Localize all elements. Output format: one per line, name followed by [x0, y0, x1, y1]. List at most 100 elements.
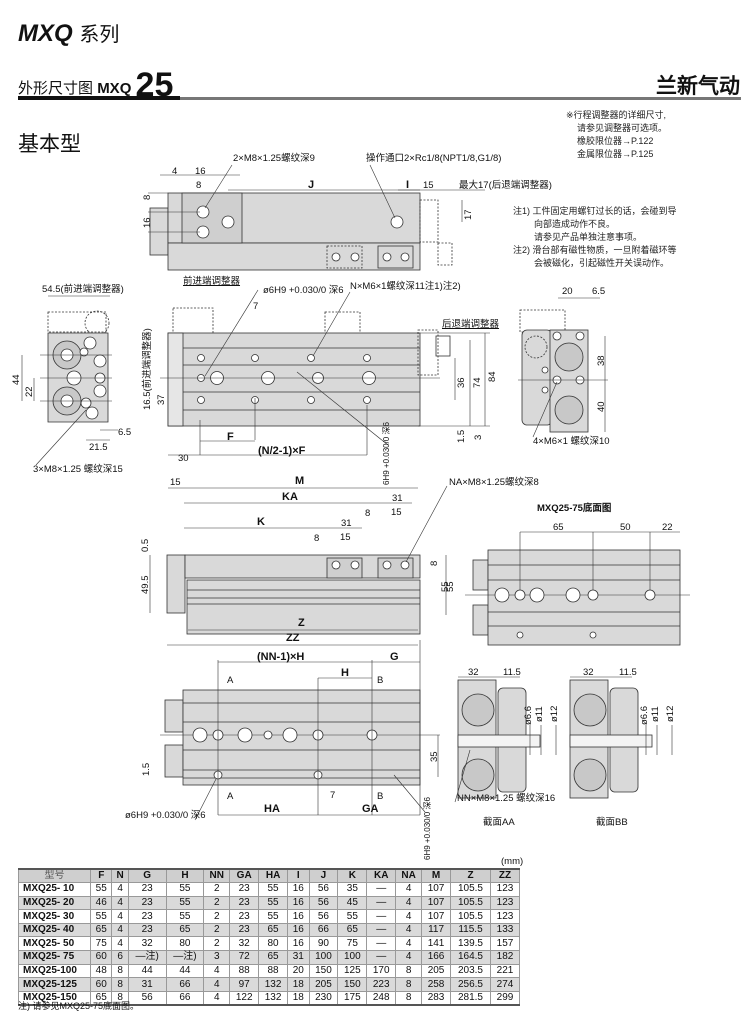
value-cell: 4	[395, 909, 423, 924]
label-nn-thread: NN×M8×1.25 螺纹深16	[457, 793, 556, 804]
column-header: G	[127, 868, 167, 884]
dim: 8	[365, 508, 371, 519]
dim: 22	[662, 522, 673, 533]
dim: 49.5	[140, 575, 151, 595]
column-header: N	[111, 868, 129, 884]
dim: HA	[264, 803, 280, 815]
dim: F	[227, 431, 234, 443]
dim: I	[406, 179, 410, 191]
value-cell: 23	[127, 909, 167, 924]
value-cell: 132	[258, 977, 289, 992]
column-header: HA	[258, 868, 289, 884]
value-cell: 205	[421, 963, 451, 979]
value-cell: 55	[258, 895, 289, 911]
value-cell: 45	[337, 895, 368, 911]
value-cell: 141	[421, 936, 451, 952]
value-cell: 123	[490, 909, 520, 924]
value-cell: 44	[127, 963, 167, 979]
value-cell: 100	[337, 950, 368, 965]
model-cell: MXQ25- 20	[18, 895, 91, 911]
unit-label: (mm)	[501, 856, 524, 867]
dim: 1.5	[141, 762, 152, 776]
value-cell: 283	[421, 990, 451, 1006]
model-cell: MXQ25- 10	[18, 882, 91, 897]
value-cell: 205	[308, 977, 339, 992]
value-cell: 8	[111, 963, 129, 979]
value-cell: 16	[287, 909, 310, 924]
bottom-view-title: MXQ25-75底面图	[537, 503, 612, 514]
dim: 4	[172, 166, 178, 177]
column-header: H	[165, 868, 205, 884]
dim: 22	[24, 386, 35, 397]
model-cell: MXQ25- 50	[18, 936, 91, 952]
label-na-thread: NA×M8×1.25螺纹深8	[449, 477, 539, 488]
value-cell: 66	[308, 922, 339, 938]
dim: 6.5	[118, 427, 132, 438]
column-header: NA	[395, 868, 423, 884]
value-cell: 107	[421, 909, 451, 924]
dim: 16	[195, 166, 206, 177]
value-cell: —	[366, 922, 397, 938]
label-n-thread: N×M6×1螺纹深11注1)注2)	[350, 281, 461, 292]
value-cell: 105.5	[449, 895, 492, 911]
value-cell: 258	[421, 977, 451, 992]
value-cell: 46	[89, 895, 113, 911]
label-back-adjuster: 后退端调整器	[442, 319, 500, 330]
value-cell: —	[366, 882, 397, 897]
dim: 7	[330, 790, 336, 801]
label-pin-2: 6H9 +0.030/0 深6	[382, 422, 391, 485]
value-cell: 60	[89, 977, 113, 992]
value-cell: 164.5	[449, 950, 492, 965]
value-cell: 80	[165, 936, 205, 952]
label-pin-3: ø6H9 +0.030/0 深6	[125, 810, 206, 821]
dim: 84	[487, 371, 498, 382]
dim: 8	[196, 180, 202, 191]
value-cell: 56	[308, 909, 339, 924]
value-cell: 23	[229, 895, 260, 911]
value-cell: 123	[490, 882, 520, 897]
value-cell: 248	[366, 990, 397, 1006]
column-header: 型号	[18, 868, 91, 884]
value-cell: 32	[127, 936, 167, 952]
value-cell: 4	[111, 895, 129, 911]
value-cell: 65	[89, 990, 113, 1006]
label-port: 操作通口2×Rc1/8(NPT1/8,G1/8)	[366, 153, 502, 164]
value-cell: 157	[490, 936, 520, 952]
value-cell: 8	[395, 963, 423, 979]
value-cell: 223	[366, 977, 397, 992]
value-cell: 133	[490, 922, 520, 938]
value-cell: 2	[203, 882, 231, 897]
value-cell: 105.5	[449, 909, 492, 924]
value-cell: 18	[287, 977, 310, 992]
value-cell: 65	[258, 950, 289, 965]
model-cell: MXQ25- 30	[18, 909, 91, 924]
dim: 54.5(前进端调整器)	[42, 284, 124, 295]
dim: 8	[429, 560, 440, 566]
dim: 32	[468, 667, 479, 678]
dim: 31	[341, 518, 352, 529]
column-header: I	[287, 868, 310, 884]
value-cell: —	[366, 936, 397, 952]
value-cell: 8	[111, 977, 129, 992]
label-pin-4: 6H9 +0.030/0 深6	[423, 797, 432, 860]
dim: ZZ	[286, 632, 300, 644]
value-cell: 55	[165, 895, 205, 911]
value-cell: 18	[287, 990, 310, 1006]
value-cell: 107	[421, 882, 451, 897]
value-cell: —	[366, 909, 397, 924]
bottom-view-75	[465, 531, 690, 646]
dim: 3	[473, 434, 484, 440]
dim: 40	[596, 401, 607, 412]
value-cell: 65	[258, 922, 289, 938]
value-cell: 56	[308, 882, 339, 897]
value-cell: 274	[490, 977, 520, 992]
value-cell: 132	[258, 990, 289, 1006]
value-cell: 55	[89, 909, 113, 924]
value-cell: 8	[111, 990, 129, 1006]
dim: ø12	[665, 705, 676, 722]
value-cell: 100	[308, 950, 339, 965]
